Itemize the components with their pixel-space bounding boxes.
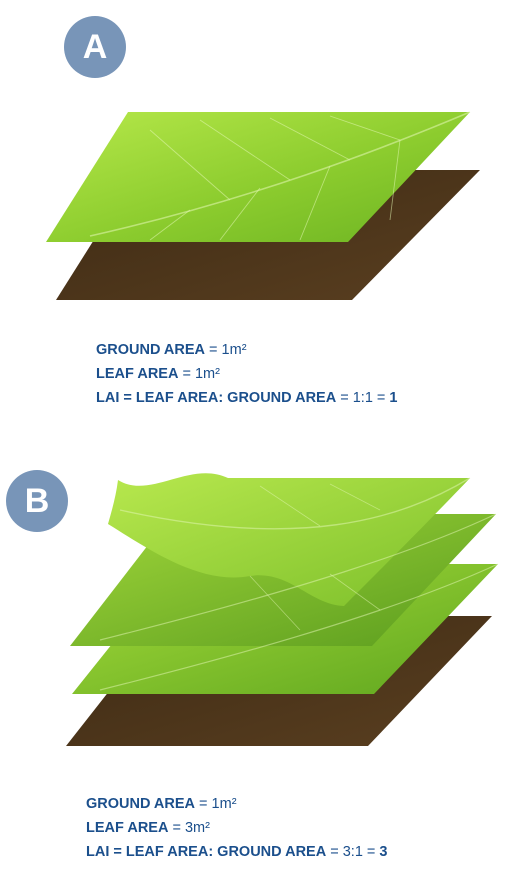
ground-area-line: GROUND AREA = 1m² — [96, 342, 247, 358]
leaf-layer-top-curled — [108, 473, 470, 606]
panel-b-label: B — [24, 481, 50, 520]
panel-a-caption: GROUND AREA = 1m² LEAF AREA = 1m² LAI = … — [96, 338, 398, 410]
panel-b: B — [0, 440, 512, 883]
leaf-area-line: LEAF AREA = 1m² — [96, 366, 220, 382]
leaf-veins — [99, 477, 499, 691]
panel-b-illustration — [66, 473, 499, 746]
leaf-layer — [46, 112, 470, 242]
panel-a-label: A — [82, 27, 108, 66]
lai-line: LAI = LEAF AREA: GROUND AREA = 1:1 = 1 — [96, 390, 398, 406]
ground-area-line: GROUND AREA = 1m² — [86, 796, 237, 812]
leaf-veins — [89, 111, 471, 241]
panel-b-badge: B — [6, 470, 68, 532]
panel-a-illustration — [46, 111, 480, 300]
lai-line: LAI = LEAF AREA: GROUND AREA = 3:1 = 3 — [86, 844, 388, 860]
panel-a: A GROUND AREA = 1m — [0, 0, 512, 440]
panel-a-badge: A — [64, 16, 126, 78]
leaf-area-line: LEAF AREA = 3m² — [86, 820, 210, 836]
panel-b-caption: GROUND AREA = 1m² LEAF AREA = 3m² LAI = … — [86, 792, 388, 864]
